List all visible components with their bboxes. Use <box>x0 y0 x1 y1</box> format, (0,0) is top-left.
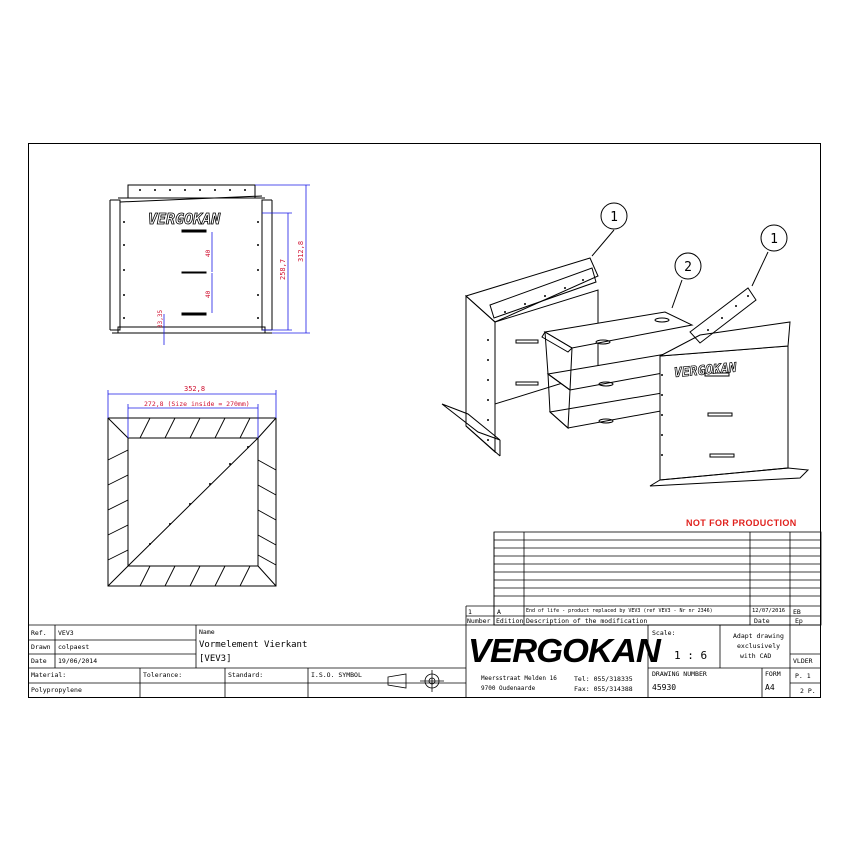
rev-row-by: EB <box>793 608 801 616</box>
rev-header-by: Ep <box>795 617 803 625</box>
adapt-line2: exclusively <box>737 642 781 650</box>
isometric-view <box>441 202 810 487</box>
page-label: P. 1 <box>795 672 811 680</box>
address-line1: Meersstraat Melden 16 <box>481 675 557 682</box>
folder-label: VLDER <box>793 657 813 665</box>
dim-small-2-text: 40 <box>205 290 212 298</box>
iso-symbol-label: I.S.O. SYMBOL <box>311 671 362 679</box>
pages-label: 2 P. <box>800 687 816 695</box>
date-value: 19/06/2014 <box>58 657 98 665</box>
drawn-value: colpaest <box>58 643 90 651</box>
drawn-label: Drawn <box>31 643 51 651</box>
format-label: FORM <box>765 670 781 678</box>
dim-outer-text: 352,8 <box>184 385 205 393</box>
ref-value: VEV3 <box>58 629 74 637</box>
adapt-line1: Adapt drawing <box>733 632 784 640</box>
rev-header-date: Date <box>754 617 770 625</box>
drawing-number-value: 45930 <box>652 683 677 692</box>
front-view <box>109 184 273 334</box>
not-for-production-label: NOT FOR PRODUCTION <box>686 518 797 528</box>
rev-header-edition: Edition <box>496 617 524 625</box>
fax: Fax: 055/314388 <box>574 685 633 693</box>
balloon-1a: 1 <box>610 210 618 225</box>
title-block <box>28 624 821 698</box>
tolerance-label: Tolerance: <box>143 671 183 679</box>
material-value: Polypropylene <box>31 686 82 694</box>
rev-row-date: 12/07/2016 <box>752 608 786 614</box>
front-view-dimensions <box>163 184 310 345</box>
address-line2: 9700 Oudenaarde <box>481 685 536 692</box>
scale-value: 1 : 6 <box>674 649 708 662</box>
format-value: A4 <box>765 683 775 692</box>
rev-header-description: Description of the modification <box>526 617 648 625</box>
dim-small-1-text: 40 <box>205 249 212 257</box>
date-label: Date <box>31 657 47 665</box>
drawing-sheet-border <box>28 143 821 698</box>
vergokan-logo: VERGOKAN <box>468 632 661 669</box>
balloon-1b: 1 <box>770 232 778 247</box>
dim-height-total-text: 312,8 <box>297 241 305 262</box>
rev-row-number: 1 <box>468 608 472 616</box>
top-view-dimensions <box>107 390 277 438</box>
iso-view-logo: VERGOKAN <box>673 361 737 381</box>
ref-label: Ref. <box>31 629 47 637</box>
iso-projection-symbol <box>387 670 444 692</box>
scale-label: Scale: <box>652 629 676 637</box>
rev-row-edition: A <box>497 608 501 616</box>
balloon-2: 2 <box>684 260 692 275</box>
dim-inner-text: 272,8 (Size inside = 270mm) <box>144 400 250 408</box>
telephone: Tel: 055/318335 <box>574 675 633 683</box>
name-line2: [VEV3] <box>199 654 232 664</box>
dim-bottom-text: 33,35 <box>157 310 164 328</box>
material-label: Material: <box>31 671 67 679</box>
top-view <box>107 417 277 587</box>
name-label: Name <box>199 628 215 636</box>
adapt-line3: with CAD <box>740 652 772 660</box>
rev-row-description: End of life - product replaced by VEV3 (… <box>526 608 713 614</box>
name-line1: Vormelement Vierkant <box>199 640 308 650</box>
standard-label: Standard: <box>228 671 264 679</box>
dim-height-inner-text: 258,7 <box>279 259 287 280</box>
rev-header-number: Number <box>467 617 491 625</box>
drawing-number-label: DRAWING NUMBER <box>652 670 707 678</box>
front-view-logo: VERGOKAN <box>148 210 221 228</box>
